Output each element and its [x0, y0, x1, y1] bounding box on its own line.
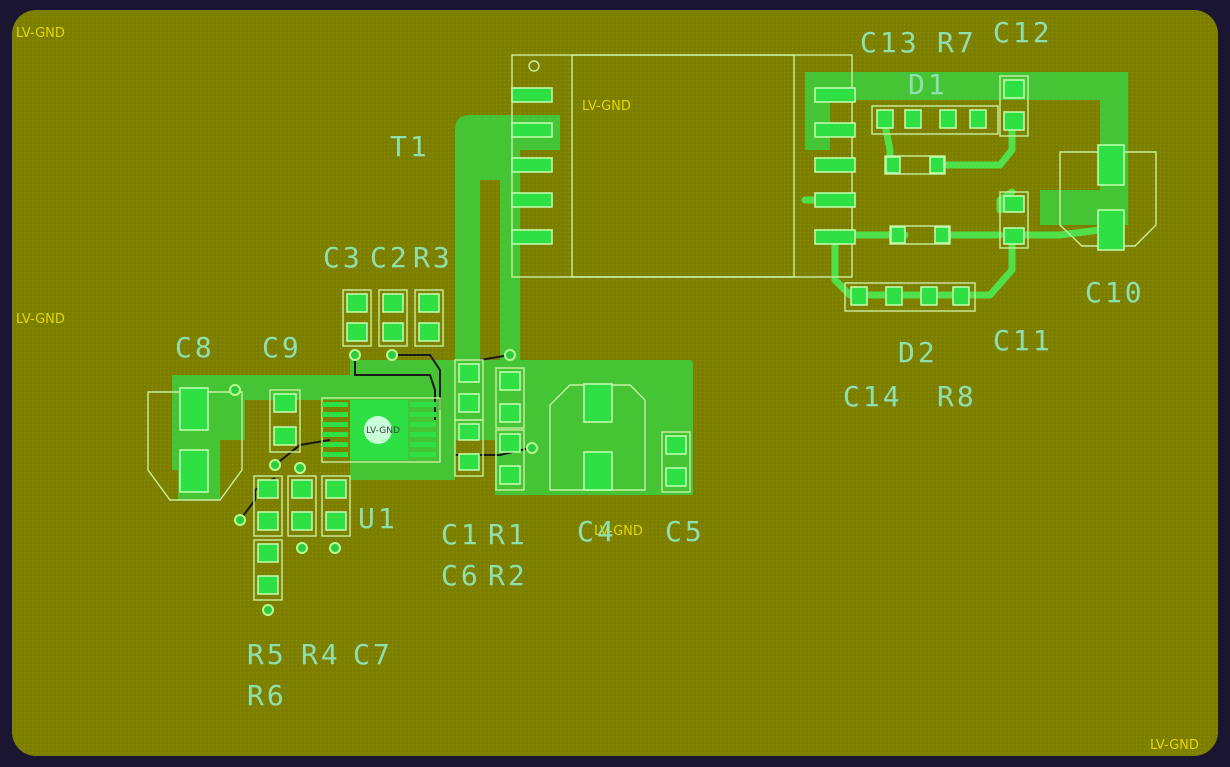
capacitor-c3[interactable] [342, 289, 372, 347]
refdes-u1: U1 [358, 502, 398, 535]
refdes-c2: C2 [370, 241, 410, 274]
refdes-d2: D2 [898, 336, 938, 369]
capacitor-c10[interactable] [1059, 144, 1157, 251]
refdes-c6: C6 [441, 559, 481, 592]
refdes-r4: R4 [301, 638, 341, 671]
capacitor-c2[interactable] [378, 289, 408, 347]
capacitor-c6[interactable] [454, 419, 484, 477]
capacitor-c12[interactable] [999, 75, 1029, 137]
refdes-r3: R3 [413, 241, 453, 274]
refdes-c12: C12 [993, 16, 1053, 49]
resistor-r3[interactable] [414, 289, 444, 347]
refdes-r8: R8 [937, 380, 977, 413]
diode-d1[interactable] [871, 105, 999, 135]
net-label-transformer: LV-GND [582, 99, 631, 114]
capacitor-c9[interactable] [269, 389, 301, 453]
transformer-t1[interactable] [511, 54, 856, 278]
capacitor-c8[interactable] [147, 387, 243, 501]
resistor-r6[interactable] [253, 539, 283, 601]
refdes-labels: T1 C13 R7 C12 D1 C10 C11 D2 C14 R8 C3 C2… [175, 16, 1145, 712]
refdes-c1: C1 [441, 518, 481, 551]
refdes-r5: R5 [247, 638, 287, 671]
ic-u1[interactable] [321, 397, 441, 463]
diode-d2[interactable] [844, 282, 976, 312]
resistor-r4[interactable] [287, 475, 317, 537]
net-label-bottom-right: LV-GND [1150, 738, 1199, 753]
resistor-r2[interactable] [495, 429, 525, 491]
net-label-ic-pad: LV-GND [366, 426, 400, 436]
capacitor-c11[interactable] [999, 191, 1029, 249]
refdes-t1: T1 [390, 130, 430, 163]
refdes-c7: C7 [353, 638, 393, 671]
resistor-r8[interactable] [889, 225, 951, 245]
refdes-r2: R2 [488, 559, 528, 592]
refdes-c8: C8 [175, 331, 215, 364]
refdes-r1: R1 [488, 518, 528, 551]
capacitor-c5[interactable] [661, 431, 691, 493]
refdes-c4: C4 [577, 515, 617, 548]
capacitor-c4[interactable] [549, 383, 646, 491]
refdes-r7: R7 [937, 26, 977, 59]
resistor-r7[interactable] [884, 155, 946, 175]
refdes-r6: R6 [247, 679, 287, 712]
resistor-r1[interactable] [495, 367, 525, 429]
refdes-c3: C3 [323, 241, 363, 274]
net-label-top-left: LV-GND [16, 26, 65, 41]
net-label-left-mid: LV-GND [16, 312, 65, 327]
net-label-c4: LV-GND [594, 524, 643, 539]
capacitor-c7[interactable] [321, 475, 351, 537]
resistor-r5[interactable] [253, 475, 283, 537]
refdes-c13: C13 [860, 26, 920, 59]
refdes-c10: C10 [1085, 276, 1145, 309]
refdes-c14: C14 [843, 380, 903, 413]
refdes-d1: D1 [908, 68, 948, 101]
vias [229, 349, 538, 616]
refdes-c5: C5 [665, 515, 705, 548]
refdes-c9: C9 [262, 331, 302, 364]
refdes-c11: C11 [993, 324, 1053, 357]
